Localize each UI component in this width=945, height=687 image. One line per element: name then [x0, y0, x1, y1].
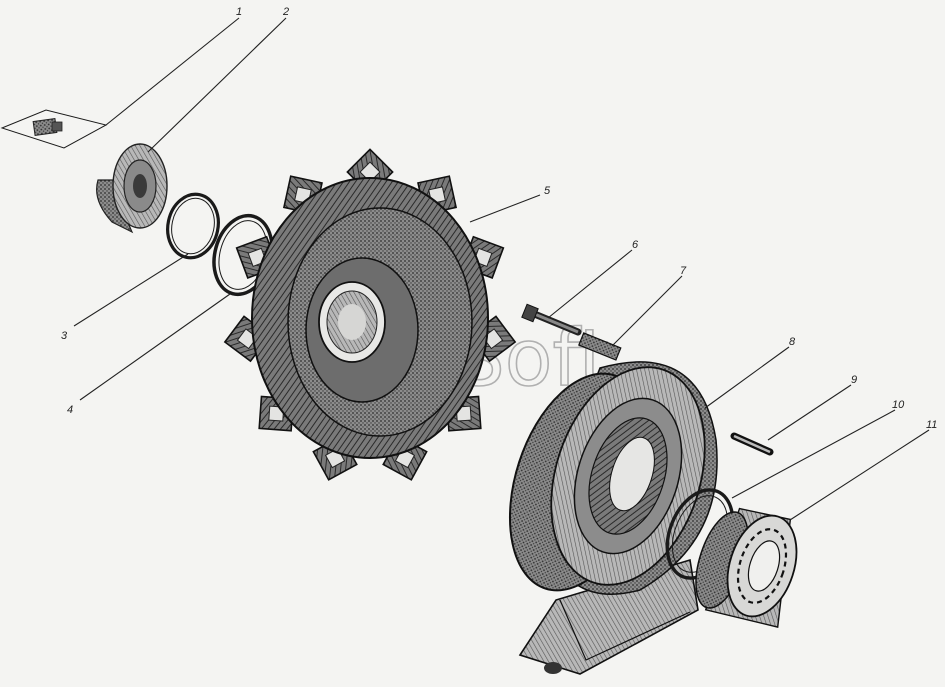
leader-line-5: [469, 194, 541, 223]
callout-3: 3: [61, 330, 68, 342]
bolt-part-6: [521, 303, 582, 336]
callout-11: 11: [926, 419, 937, 431]
sprocket-tooth-window: [359, 161, 381, 183]
leader-line-9: [767, 384, 852, 441]
lock-washer-part-7: [578, 332, 622, 361]
leader-line-10: [731, 409, 896, 499]
pin-part-9: [730, 432, 774, 456]
leader-line-1: [105, 17, 240, 126]
flange-nut-part-2: [96, 143, 168, 234]
callout-7: 7: [680, 265, 687, 277]
leader-line-11: [789, 429, 930, 521]
bearing-housing-part-8: [508, 361, 718, 675]
callout-1: 1: [236, 6, 242, 18]
leader-line-3: [73, 253, 189, 327]
leader-line-4: [79, 293, 231, 401]
callout-10: 10: [892, 399, 905, 411]
callout-4: 4: [67, 404, 73, 416]
callout-numbers: 1 2 3 4 5 6 7 8 9 10 11: [61, 6, 937, 431]
sprocket-part-5: [223, 148, 517, 481]
callout-9: 9: [851, 374, 857, 386]
leader-line-2: [147, 17, 287, 153]
ball-bearing-part-11: [695, 507, 798, 628]
leader-line-6: [547, 249, 633, 319]
leader-line-7: [611, 275, 683, 347]
leader-lines: [73, 17, 930, 521]
callout-8: 8: [789, 336, 796, 348]
bolt-part-1: [0, 109, 108, 149]
leader-line-8: [704, 346, 790, 409]
callout-2: 2: [282, 6, 289, 18]
ring-part-3: [166, 192, 220, 260]
callout-5: 5: [544, 185, 551, 197]
callout-6: 6: [632, 239, 639, 251]
